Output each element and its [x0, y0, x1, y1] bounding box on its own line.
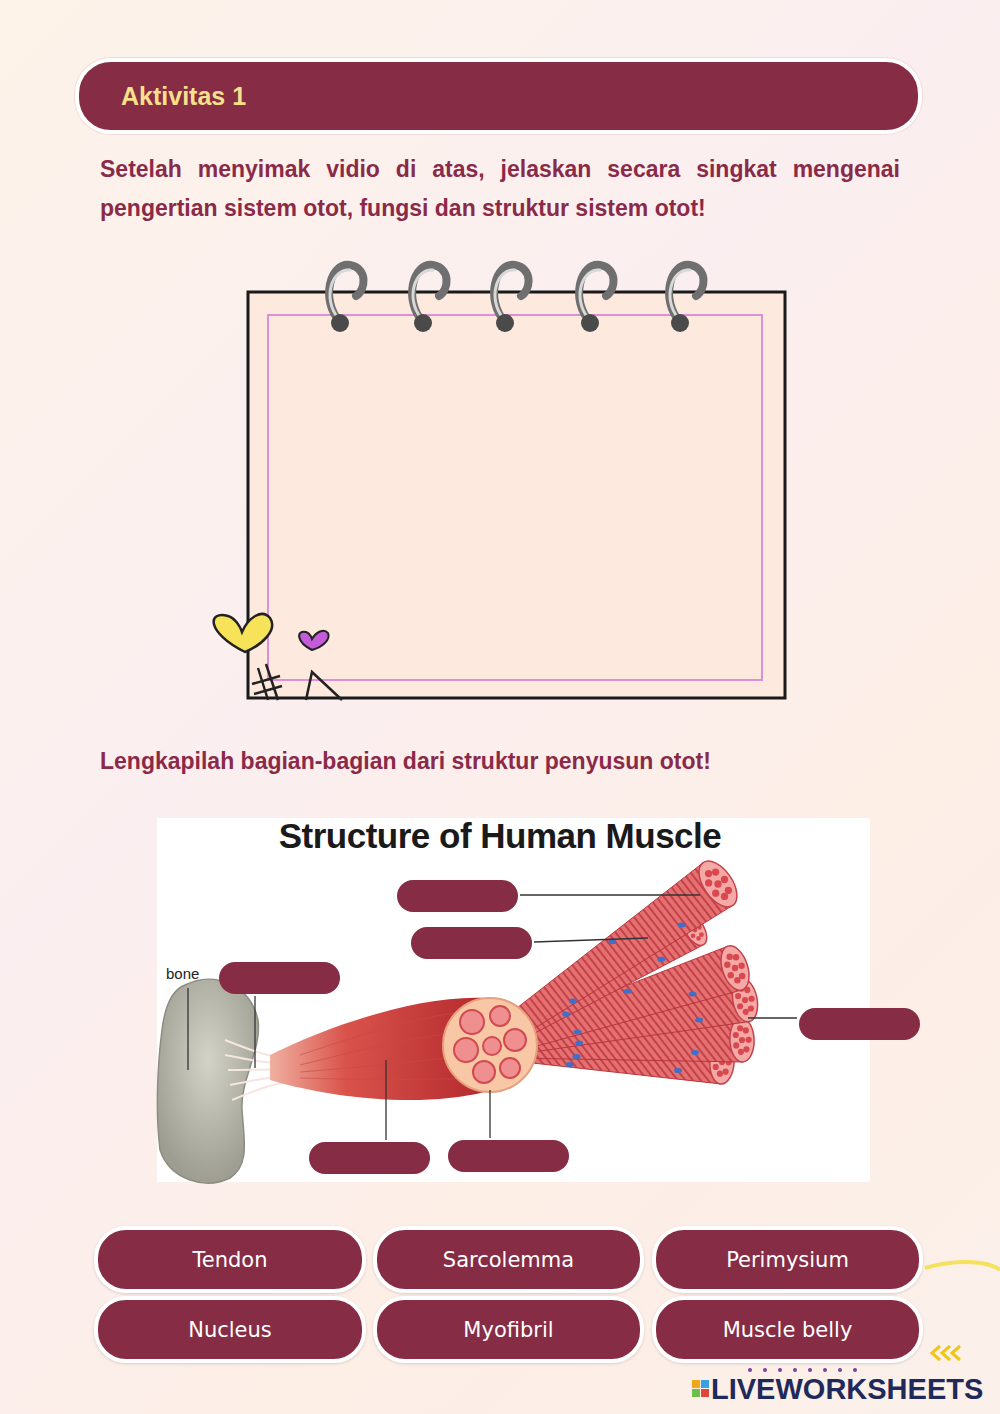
answer-choice: Tendon	[94, 1226, 366, 1293]
answer-choice: Nucleus	[94, 1296, 366, 1363]
node-text: Sarcolemma	[443, 1248, 574, 1272]
node-text: Muscle belly	[723, 1318, 853, 1342]
instruction-text: Lengkapilah bagian-bagian dari struktur …	[100, 745, 920, 777]
leader-line	[188, 895, 797, 1140]
node-text: Myofibril	[463, 1318, 553, 1342]
answer-choice: Myofibril	[373, 1296, 644, 1363]
diagram-title: Structure of Human Muscle	[170, 812, 830, 860]
node-text: Perimysium	[726, 1248, 849, 1272]
logo-icon	[692, 1380, 709, 1397]
header-band: Aktivitas 1	[75, 58, 922, 134]
cross-section	[443, 998, 537, 1092]
answer-choice: Sarcolemma	[373, 1226, 644, 1293]
bone	[157, 979, 258, 1183]
answer-choice: Muscle belly	[652, 1296, 923, 1363]
part-label: bone	[166, 964, 226, 984]
watermark: LIVEWORKSHEETS	[711, 1372, 996, 1406]
node-text: Aktivitas 1	[79, 82, 246, 111]
node-text: Tendon	[193, 1248, 268, 1272]
answer-choice: Perimysium	[652, 1226, 923, 1293]
instruction-text: Setelah menyimak vidio di atas, jelaskan…	[100, 150, 900, 228]
answer-box	[219, 880, 920, 1174]
notebook	[214, 265, 785, 700]
node-text: Nucleus	[188, 1318, 272, 1342]
